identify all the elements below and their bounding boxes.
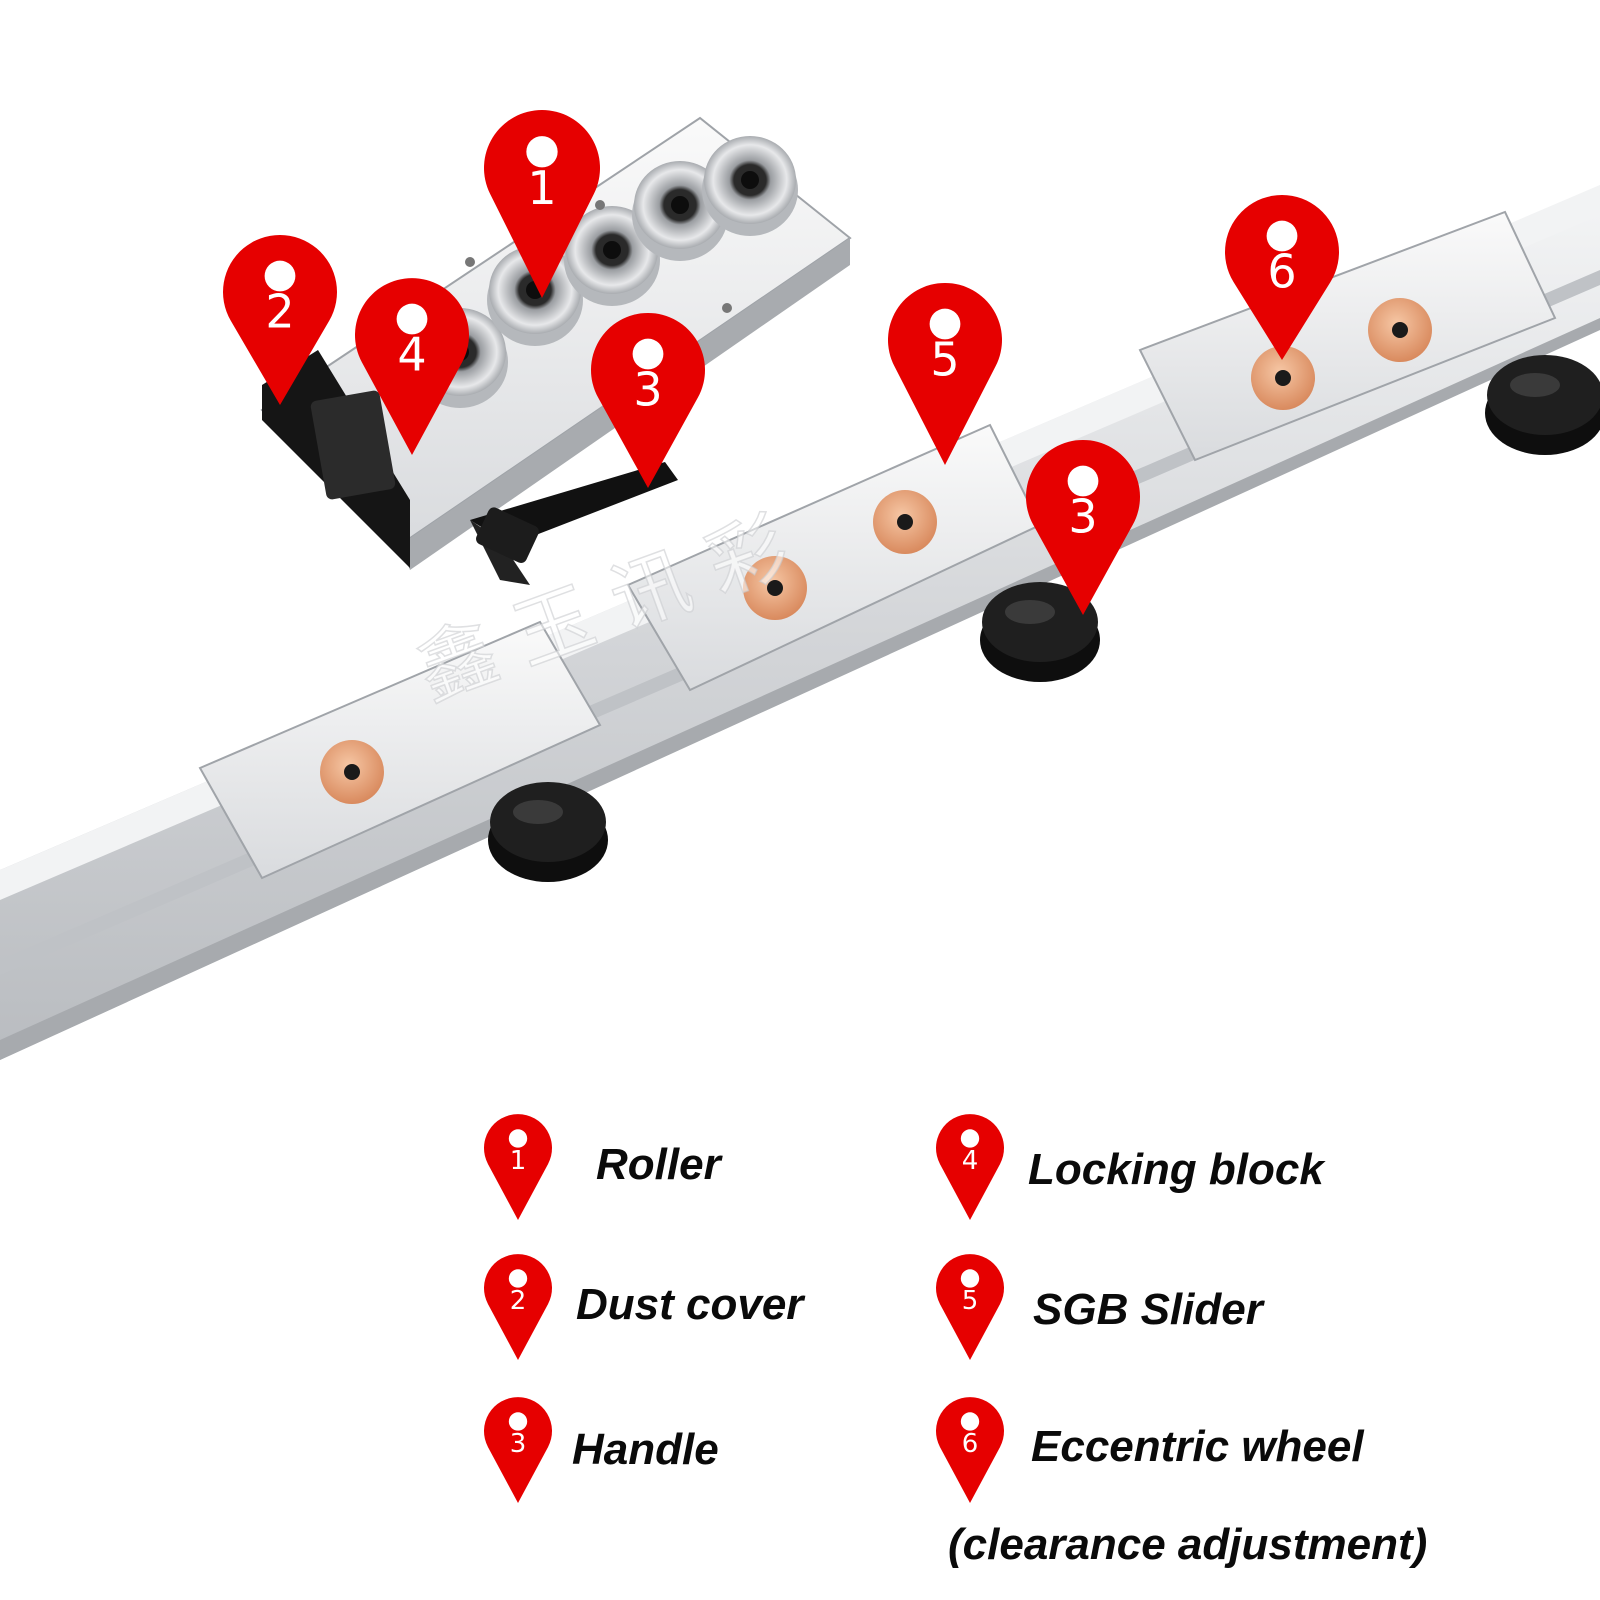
legend-label-6: Eccentric wheel — [1031, 1422, 1364, 1471]
legend-label-3: Handle — [572, 1425, 719, 1474]
eccentric-wheel — [320, 740, 384, 804]
eccentric-wheel-marker-number: 6 — [1267, 244, 1296, 298]
legend-marker-1-number: 1 — [510, 1146, 527, 1176]
handle-marker-number: 3 — [633, 362, 662, 416]
eccentric-wheel — [1251, 346, 1315, 410]
roller-marker-number: 1 — [527, 161, 556, 215]
roller — [702, 136, 798, 236]
sgb-slider-3 — [1138, 210, 1600, 462]
legend-label-2: Dust cover — [576, 1280, 804, 1329]
locking-block — [310, 390, 396, 500]
legend-marker-4-number: 4 — [962, 1146, 979, 1176]
sgb-slider-1 — [198, 620, 608, 882]
knob-handle — [980, 582, 1100, 682]
roller — [487, 246, 583, 346]
sgb-slider-marker: 5 — [888, 282, 1002, 465]
legend-pin-4: 4 — [936, 1114, 1004, 1220]
locking-block-marker-number: 4 — [397, 327, 426, 381]
legend-marker-4: 4 — [936, 1114, 1004, 1220]
legend-marker-6: 6 — [936, 1397, 1004, 1503]
dust-cover-marker: 2 — [223, 235, 338, 405]
knob-handle-marker-number: 3 — [1068, 489, 1097, 543]
legend-pin-5: 5 — [936, 1254, 1004, 1360]
legend-marker-6-number: 6 — [962, 1429, 979, 1459]
legend-label-4: Locking block — [1028, 1145, 1324, 1194]
eccentric-wheel — [1368, 298, 1432, 362]
roller-marker: 1 — [484, 110, 600, 298]
legend-pin-2: 2 — [484, 1254, 552, 1360]
legend-note: (clearance adjustment) — [948, 1520, 1428, 1569]
knob-handle — [1485, 355, 1600, 455]
eccentric-wheel-marker: 6 — [1224, 194, 1339, 360]
eccentric-wheel — [743, 556, 807, 620]
legend-label-5: SGB Slider — [1033, 1285, 1263, 1334]
legend-label-1: Roller — [596, 1140, 721, 1189]
legend-marker-5-number: 5 — [962, 1286, 979, 1316]
legend-marker-2-number: 2 — [510, 1286, 527, 1316]
eccentric-wheel — [873, 490, 937, 554]
legend-marker-2: 2 — [484, 1254, 552, 1360]
knob-handle-marker: 3 — [1026, 439, 1140, 615]
legend-pin-3: 3 — [484, 1397, 552, 1503]
knob-handle — [488, 782, 608, 882]
legend-pin-1: 1 — [484, 1114, 552, 1220]
locking-block-marker: 4 — [355, 278, 470, 455]
legend-marker-3-number: 3 — [510, 1429, 527, 1459]
legend-pin-6: 6 — [936, 1397, 1004, 1503]
sgb-slider-2 — [626, 423, 1100, 692]
legend-marker-3: 3 — [484, 1397, 552, 1503]
dust-cover-marker-number: 2 — [265, 284, 294, 338]
legend-marker-5: 5 — [936, 1254, 1004, 1360]
legend-marker-1: 1 — [484, 1114, 552, 1220]
sgb-slider-marker-number: 5 — [930, 332, 959, 386]
lever-handle — [470, 462, 678, 585]
handle-marker: 3 — [591, 312, 705, 488]
